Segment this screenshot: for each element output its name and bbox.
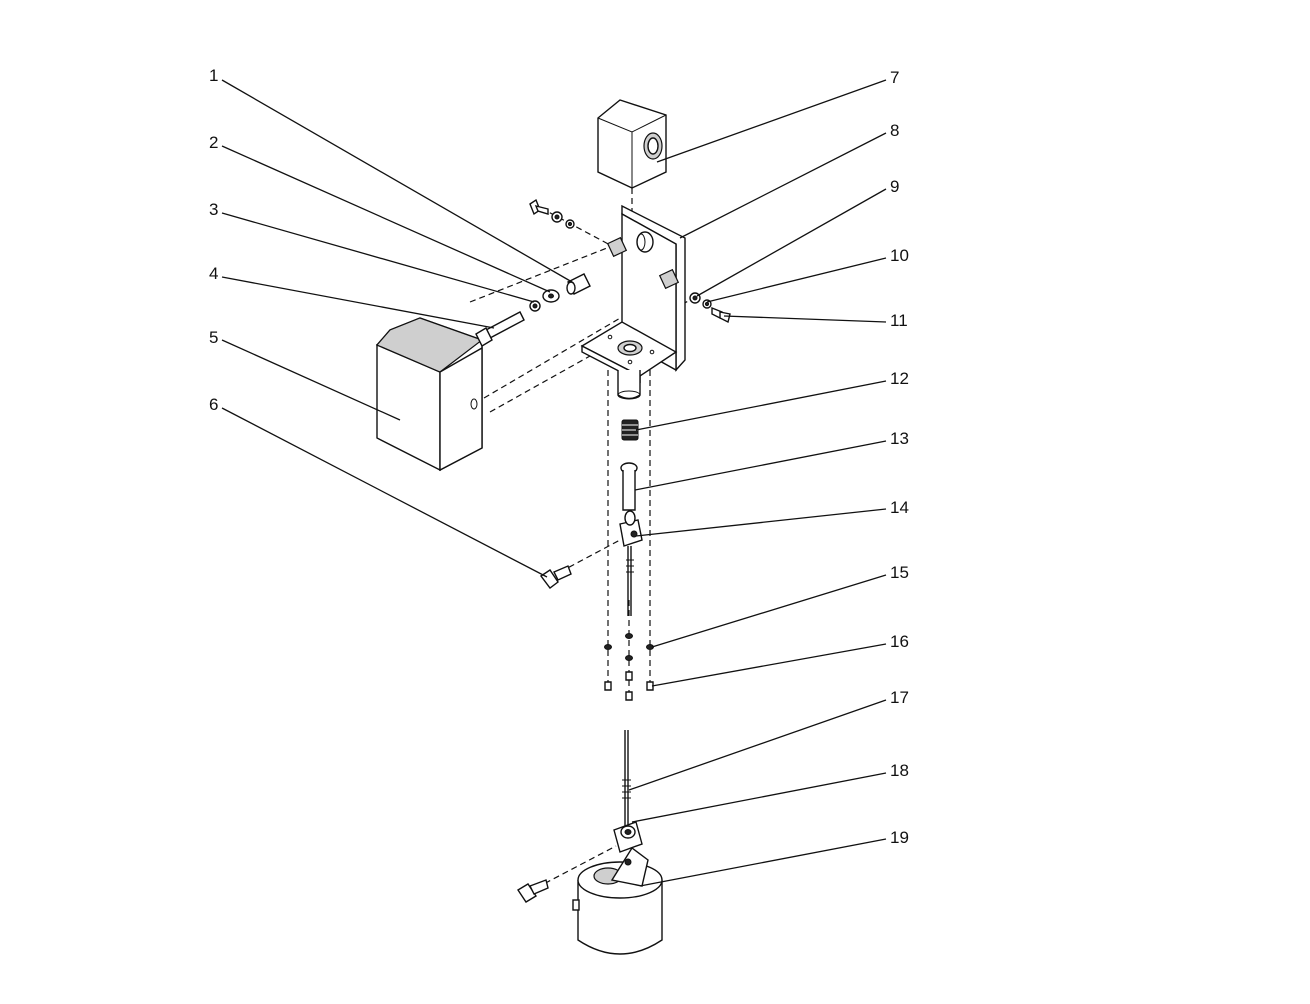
cylinder-weight	[572, 846, 663, 955]
callout-7: 7	[890, 68, 899, 87]
hex-bolt-bottom	[517, 879, 549, 903]
leader-lines	[221, 79, 887, 887]
screw-right	[711, 306, 731, 324]
callout-8: 8	[890, 121, 899, 140]
callout-labels: 1 2 3 4 5 6 7 8 9 10 11 12 13 14 15 16 1…	[209, 66, 909, 847]
callout-13: 13	[890, 429, 909, 448]
callout-15: 15	[890, 563, 909, 582]
callout-19: 19	[890, 828, 909, 847]
hex-bolt-left	[539, 565, 572, 589]
callout-11: 11	[890, 311, 908, 330]
callout-17: 17	[890, 688, 909, 707]
callout-6: 6	[209, 395, 218, 414]
plunger-pin	[620, 462, 638, 511]
small-cube-cover	[597, 99, 667, 189]
small-bolt-top	[529, 198, 575, 229]
flat-washer	[542, 289, 560, 303]
callout-14: 14	[890, 498, 909, 517]
spring	[621, 419, 639, 441]
callout-10: 10	[890, 246, 909, 265]
clamp-nut	[613, 821, 643, 853]
probe-rod	[622, 730, 631, 826]
l-bracket	[580, 204, 686, 400]
callout-3: 3	[209, 200, 218, 219]
callout-1: 1	[209, 66, 218, 85]
callout-16: 16	[890, 632, 909, 651]
clevis-rod	[619, 510, 643, 616]
callout-4: 4	[209, 264, 218, 283]
long-bolt	[475, 311, 525, 347]
small-screws	[604, 671, 654, 701]
callout-5: 5	[209, 328, 218, 347]
enclosure-box	[376, 317, 484, 472]
callout-2: 2	[209, 133, 218, 152]
spacer	[566, 273, 591, 295]
callout-9: 9	[890, 177, 899, 196]
callout-12: 12	[890, 369, 909, 388]
lock-washer	[529, 300, 541, 312]
callout-18: 18	[890, 761, 909, 780]
small-nuts	[604, 633, 654, 661]
